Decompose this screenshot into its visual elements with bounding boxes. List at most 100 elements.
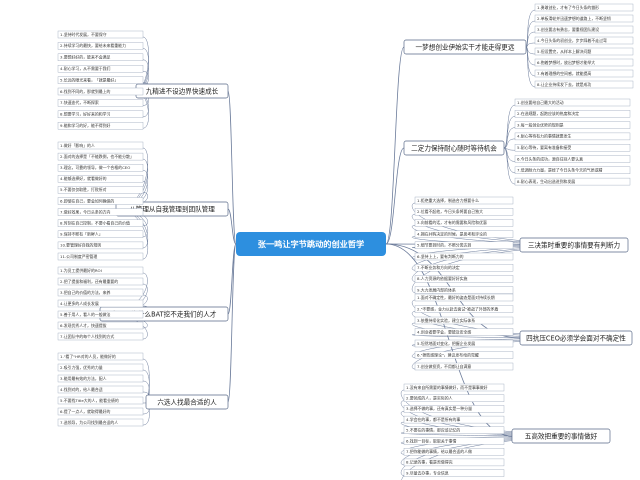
branch-6-item[interactable]: 1."看了"HR对的人员，能做好的 — [57, 352, 144, 361]
branch-7-item[interactable]: 7.让团队中的每个人找到的方式 — [57, 332, 144, 341]
branch-5-item[interactable]: 5.不要在的事情，那应该记忆的 — [403, 426, 505, 434]
central-topic-box — [236, 232, 386, 256]
branch-6-item[interactable]: 7.选领导，为公司找到最合适的人 — [57, 418, 144, 427]
branch-1-item[interactable]: 8.让企业持续发下去，就是成功 — [534, 80, 634, 89]
branch-7-item[interactable]: 4.让更多的人成长发展 — [57, 299, 144, 308]
branch-5-item[interactable]: 3.选择不做的事，还有真实是一种分量 — [403, 405, 505, 413]
branch-9-item[interactable]: 2.持续学习的最快，要给未来看重能力 — [57, 42, 144, 50]
branch-9-item[interactable]: 7.快速迭代，不断探索 — [57, 99, 144, 107]
branch-2-item[interactable]: 7.低调耐力力量，是经了今日头条今天的气质或精 — [514, 166, 631, 175]
branch-9-item[interactable]: 6.找到不同的，那就到最上的 — [57, 87, 144, 96]
branch-2[interactable]: 二定力保持耐心随时等待机会 — [403, 140, 505, 156]
branch-8[interactable]: 八管理从自我管理到团队管理 — [115, 201, 229, 217]
branch-2-item[interactable]: 2.在选规题，起跑应该的热度和决定 — [514, 110, 631, 118]
branch-7-item[interactable]: 6.发现优秀人才，快速提拔 — [57, 321, 144, 330]
item-label: 6.提了一点人，就取得最好的 — [60, 409, 111, 414]
branch-8-item[interactable]: 7.做好效果，今日头条的方向 — [57, 208, 144, 216]
branch-5-item[interactable]: 6.找到一目标，取取关于事情 — [403, 437, 505, 445]
item-box — [57, 53, 144, 61]
branch-1-item[interactable]: 6.抱着梦想时，放出梦想才能举大 — [534, 58, 634, 67]
item-box — [414, 230, 514, 238]
branch-3-item[interactable]: 4.拥在并购决定的时候，是思考和评论的 — [414, 230, 514, 238]
central-topic[interactable]: 张一鸣让字节跳动的创业哲学 — [236, 232, 386, 256]
branch-2-item[interactable]: 4.耐心等待有力的事情就要发生 — [514, 132, 631, 141]
branch-4-item[interactable]: 6."挫败感理论"，建议发布给的觉醒 — [414, 351, 514, 359]
branch-3-item[interactable]: 8.人力资源的依据要好好实施 — [414, 275, 514, 283]
branch-6-item[interactable]: 6.提了一点人，就取得最好的 — [57, 407, 144, 416]
branch-9[interactable]: 九精进不设边界快速成长 — [135, 83, 229, 99]
branch-3-item[interactable]: 7.不断业务和方向的决定 — [414, 264, 514, 272]
item-label: 2.持续学习的最快，要给未来看重能力 — [60, 43, 126, 48]
branch-9-item[interactable]: 8.想要学习，好好来的和学习 — [57, 110, 144, 119]
branch-1-item[interactable]: 7.有着理想的空间感，就能提高 — [534, 69, 634, 78]
branch-8-item[interactable]: 8.时刻在自己控制，不要小看自己的价值 — [57, 219, 144, 227]
branch-1-item[interactable]: 1.勇敢创业，才有了今日头条的雏形 — [534, 3, 634, 12]
branch-7-item[interactable]: 2.把了提拔和福利，还有最重要的 — [57, 277, 144, 286]
item-label: 5.不要找Title大的人，能看业绩的 — [60, 398, 119, 403]
branch-5-item[interactable]: 7.把你能做的事情，给以最合适的人做 — [403, 448, 505, 456]
branch-3-item[interactable]: 5.细节要到时的，不断分类达到 — [414, 241, 514, 250]
branch-3-item[interactable]: 9.大力发展内部的体系 — [414, 286, 514, 294]
branch-2-item[interactable]: 3.每一段创业优势的规则是 — [514, 121, 631, 129]
branch-2-item[interactable]: 8.耐心表现，生动出选进到和发展 — [514, 177, 631, 186]
branch-7-item[interactable]: 1.为员工提供最好的ROI — [57, 266, 144, 275]
branch-5-item[interactable]: 1.没有来自所需要的事情做好，而不是事事做好 — [403, 383, 505, 392]
branch-4-item[interactable]: 1.面对不确定性，最好的姿态是面对持续长期 — [414, 293, 514, 302]
branch-1-item[interactable]: 3.创业要志有勇志，要重视团队建设 — [534, 25, 634, 34]
branch-8-item[interactable]: 9.保持不断有「新鲜人」 — [57, 230, 144, 239]
branch-9-item[interactable]: 3.要想好好的，能来不会满足 — [57, 53, 144, 61]
branch-8-item[interactable]: 1.做好「影响」的人 — [57, 141, 144, 150]
item-label: 6.坚持上上，要有判断力的 — [417, 254, 464, 259]
branch-3-item[interactable]: 2.位看不起他，今日头条将要自己独大 — [414, 207, 514, 216]
branch-4-item[interactable]: 4.创业者要学会，要能及安全感 — [414, 328, 514, 336]
branch-4-item[interactable]: 5.坦然地面对变化，把握企业发展 — [414, 339, 514, 348]
item-label: 2.位看不起他，今日头条将要自己独大 — [417, 209, 483, 214]
item-box — [57, 163, 144, 172]
branch-4-item[interactable]: 2."不要感，金力以赴去面试"被战了外部的矛盾 — [414, 305, 514, 313]
branch-8-item[interactable]: 11.公司制度严密管理 — [57, 252, 144, 261]
branch-6-item[interactable]: 5.不要找Title大的人，能看业绩的 — [57, 396, 144, 405]
branch-2-item[interactable]: 5.耐心等待，要离有准备和接受 — [514, 143, 631, 152]
branch-5-item[interactable]: 2.要领成的人，是实际的人 — [403, 394, 505, 402]
branch-3-item[interactable]: 3.向前看的话，才有的需要和风险和优惠 — [414, 219, 514, 227]
branch-7-item[interactable]: 5.善于用人，看人的一般做法 — [57, 310, 144, 319]
branch-3-item[interactable]: 6.坚持上上，要有判断力的 — [414, 252, 514, 261]
branch-6[interactable]: 六选人找最合适的人 — [145, 394, 229, 410]
branch-6-item[interactable]: 4.找到对的，给人最合适 — [57, 385, 144, 394]
branch-7-item[interactable]: 3.把自己的价值的方法，来养 — [57, 288, 144, 297]
branch-2-item[interactable]: 6.今日头条的成功，源自往别人要认真 — [514, 155, 631, 163]
branch-8-item[interactable]: 6.即使在自己，要会如何确保的 — [57, 197, 144, 205]
branch-4[interactable]: 四抗压CEO必须学会面对不确定性 — [519, 330, 633, 346]
branch-1[interactable]: 一梦想创业伊始实干才能走得更远 — [403, 39, 527, 55]
branch-1-item[interactable]: 5.但设置完，从样本上解决问题 — [534, 47, 634, 56]
item-label: 3.选择不做的事，还有真实是一种分量 — [406, 406, 472, 411]
branch-6-item[interactable]: 3.能用最有效的方法，配人 — [57, 374, 144, 383]
item-box — [57, 352, 144, 361]
branch-3[interactable]: 三决策时重要的事情要有判断力 — [519, 237, 629, 253]
branch-5[interactable]: 五高效把重要的事情做好 — [511, 428, 611, 444]
item-label: 10.要管理好自我的规则 — [60, 243, 101, 248]
branch-8-item[interactable]: 2.面对的选择是「不能跌倒，也不能分散」 — [57, 152, 144, 161]
item-box — [57, 310, 144, 319]
branch-8-item[interactable]: 10.要管理好自我的规则 — [57, 241, 144, 250]
branch-5-item[interactable]: 4.学会在的事，都不是所有的事 — [403, 415, 505, 424]
branch-1-item[interactable]: 2.单板滑轮并迅速梦想的道路上，不断坚韧 — [534, 14, 634, 23]
branch-5-item[interactable]: 8.记录的事，看是否做得完 — [403, 458, 505, 467]
branch-6-item[interactable]: 2.吸引力强，优秀的力量 — [57, 363, 144, 372]
branch-2-item[interactable]: 1.创业要给自己最大的活动 — [514, 98, 631, 107]
branch-9-item[interactable]: 4.耐心学习，从不需要于我们 — [57, 64, 144, 73]
branch-3-item[interactable]: 1.拒绝重大选择，制造合力想要什么 — [414, 196, 514, 205]
branch-8-item[interactable]: 4.能够选择好，就看做好的 — [57, 175, 144, 183]
branch-5-item[interactable]: 9.尽量去办事，专业信息 — [403, 469, 505, 477]
item-label: 6.即使在自己，要会如何确保的 — [60, 198, 114, 203]
branch-9-item[interactable]: 9.能和学习的好，能不得到好 — [57, 121, 144, 130]
branch-4-item[interactable]: 3.依靠持续化实验，建立实际体系 — [414, 316, 514, 325]
branch-1-item[interactable]: 4.今日头条的初创业，步步踩着不走过弯 — [534, 36, 634, 45]
branch-8-item[interactable]: 3.理念，可靠的领导，做一个合格的CEO — [57, 163, 144, 172]
branch-9-item[interactable]: 1.坚持时代发展，不要保守 — [57, 30, 144, 39]
branch-9-item[interactable]: 5.长远的眼光来看，「就是最好」 — [57, 76, 144, 84]
branch-8-item[interactable]: 5.不要仅仅取胜，打败所对 — [57, 186, 144, 194]
branch-4-item[interactable]: 7.创业做投资，不用都让自满意 — [414, 362, 514, 371]
branch-label: 九精进不设边界快速成长 — [146, 86, 219, 95]
mind-map-nodes: 张一鸣让字节跳动的创业哲学 一梦想创业伊始实干才能走得更远 1.勇敢创业，才有了今日… — [57, 3, 634, 477]
